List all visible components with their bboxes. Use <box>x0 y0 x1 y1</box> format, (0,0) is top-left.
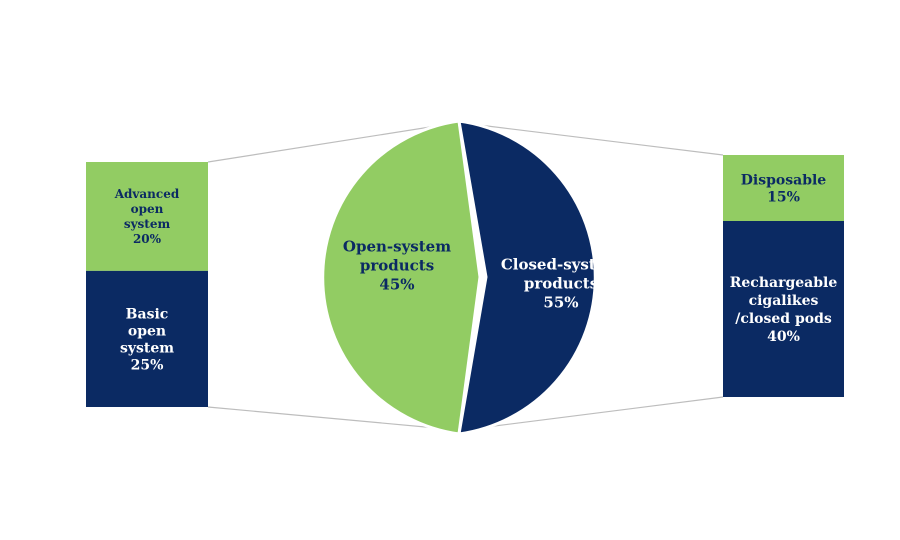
breakdown-right-segment-0 <box>723 155 844 221</box>
pie-slice-open-system <box>321 119 482 436</box>
connector-line-right-bottom <box>470 396 724 430</box>
breakdown-right-segment-1 <box>723 221 844 397</box>
connector-line-left-top <box>207 123 450 163</box>
connector-line-right-top <box>470 123 724 156</box>
connector-line-left-bottom <box>207 406 448 430</box>
pie-slice-closed-system <box>457 119 597 436</box>
breakdown-left-segment-1 <box>86 270 208 407</box>
breakdown-left-segment-0 <box>86 162 208 271</box>
